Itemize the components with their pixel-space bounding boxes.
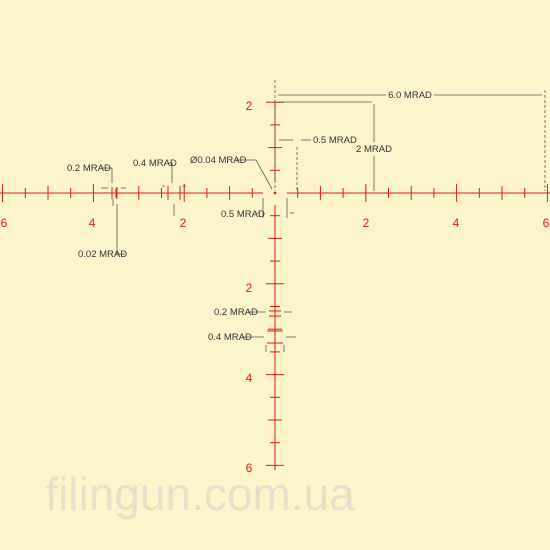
reticle-ticks: [2, 101, 548, 466]
label-left-large-gap: 0.4 MRAD: [133, 158, 177, 169]
axis-number-right-2: 2: [363, 216, 370, 230]
annotation-labels: 6.0 MRAD 0.5 MRAD 2 MRAD Ø0.04 MRAD 0.2 …: [67, 90, 432, 343]
label-bottom-small-gap: 0.2 MRAD: [214, 307, 258, 318]
dimension-lines: [101, 80, 546, 352]
label-line-thickness: 0.02 MRAD: [78, 249, 127, 260]
axis-number-left-2: 2: [180, 216, 187, 230]
label-center-gap: 0.5 MRAD: [221, 209, 265, 220]
gap-markers: [111, 186, 283, 344]
axis-numbers: 6 4 2 2 4 6 2 2 4 6: [1, 99, 550, 475]
label-total-width: 6.0 MRAD: [388, 90, 432, 101]
label-main-tick: 2 MRAD: [356, 144, 392, 155]
label-left-small-gap: 0.2 MRAD: [67, 163, 111, 174]
label-bottom-large-gap: 0.4 MRAD: [208, 332, 252, 343]
label-sub-tick: 0.5 MRAD: [313, 135, 357, 146]
reticle-lines: [0, 100, 550, 470]
label-dot: Ø0.04 MRAD: [190, 155, 247, 166]
axis-number-right-4: 4: [453, 216, 460, 230]
center-dot: [273, 191, 277, 195]
axis-number-bottom-4: 4: [246, 371, 253, 385]
watermark: filingun.com.ua: [45, 468, 355, 520]
axis-number-left-4: 4: [89, 216, 96, 230]
axis-number-bottom-2: 2: [246, 281, 253, 295]
axis-number-bottom-6: 6: [246, 461, 253, 475]
axis-number-top-2: 2: [246, 99, 253, 113]
axis-number-right-6: 6: [543, 216, 550, 230]
axis-number-left-6: 6: [1, 216, 8, 230]
